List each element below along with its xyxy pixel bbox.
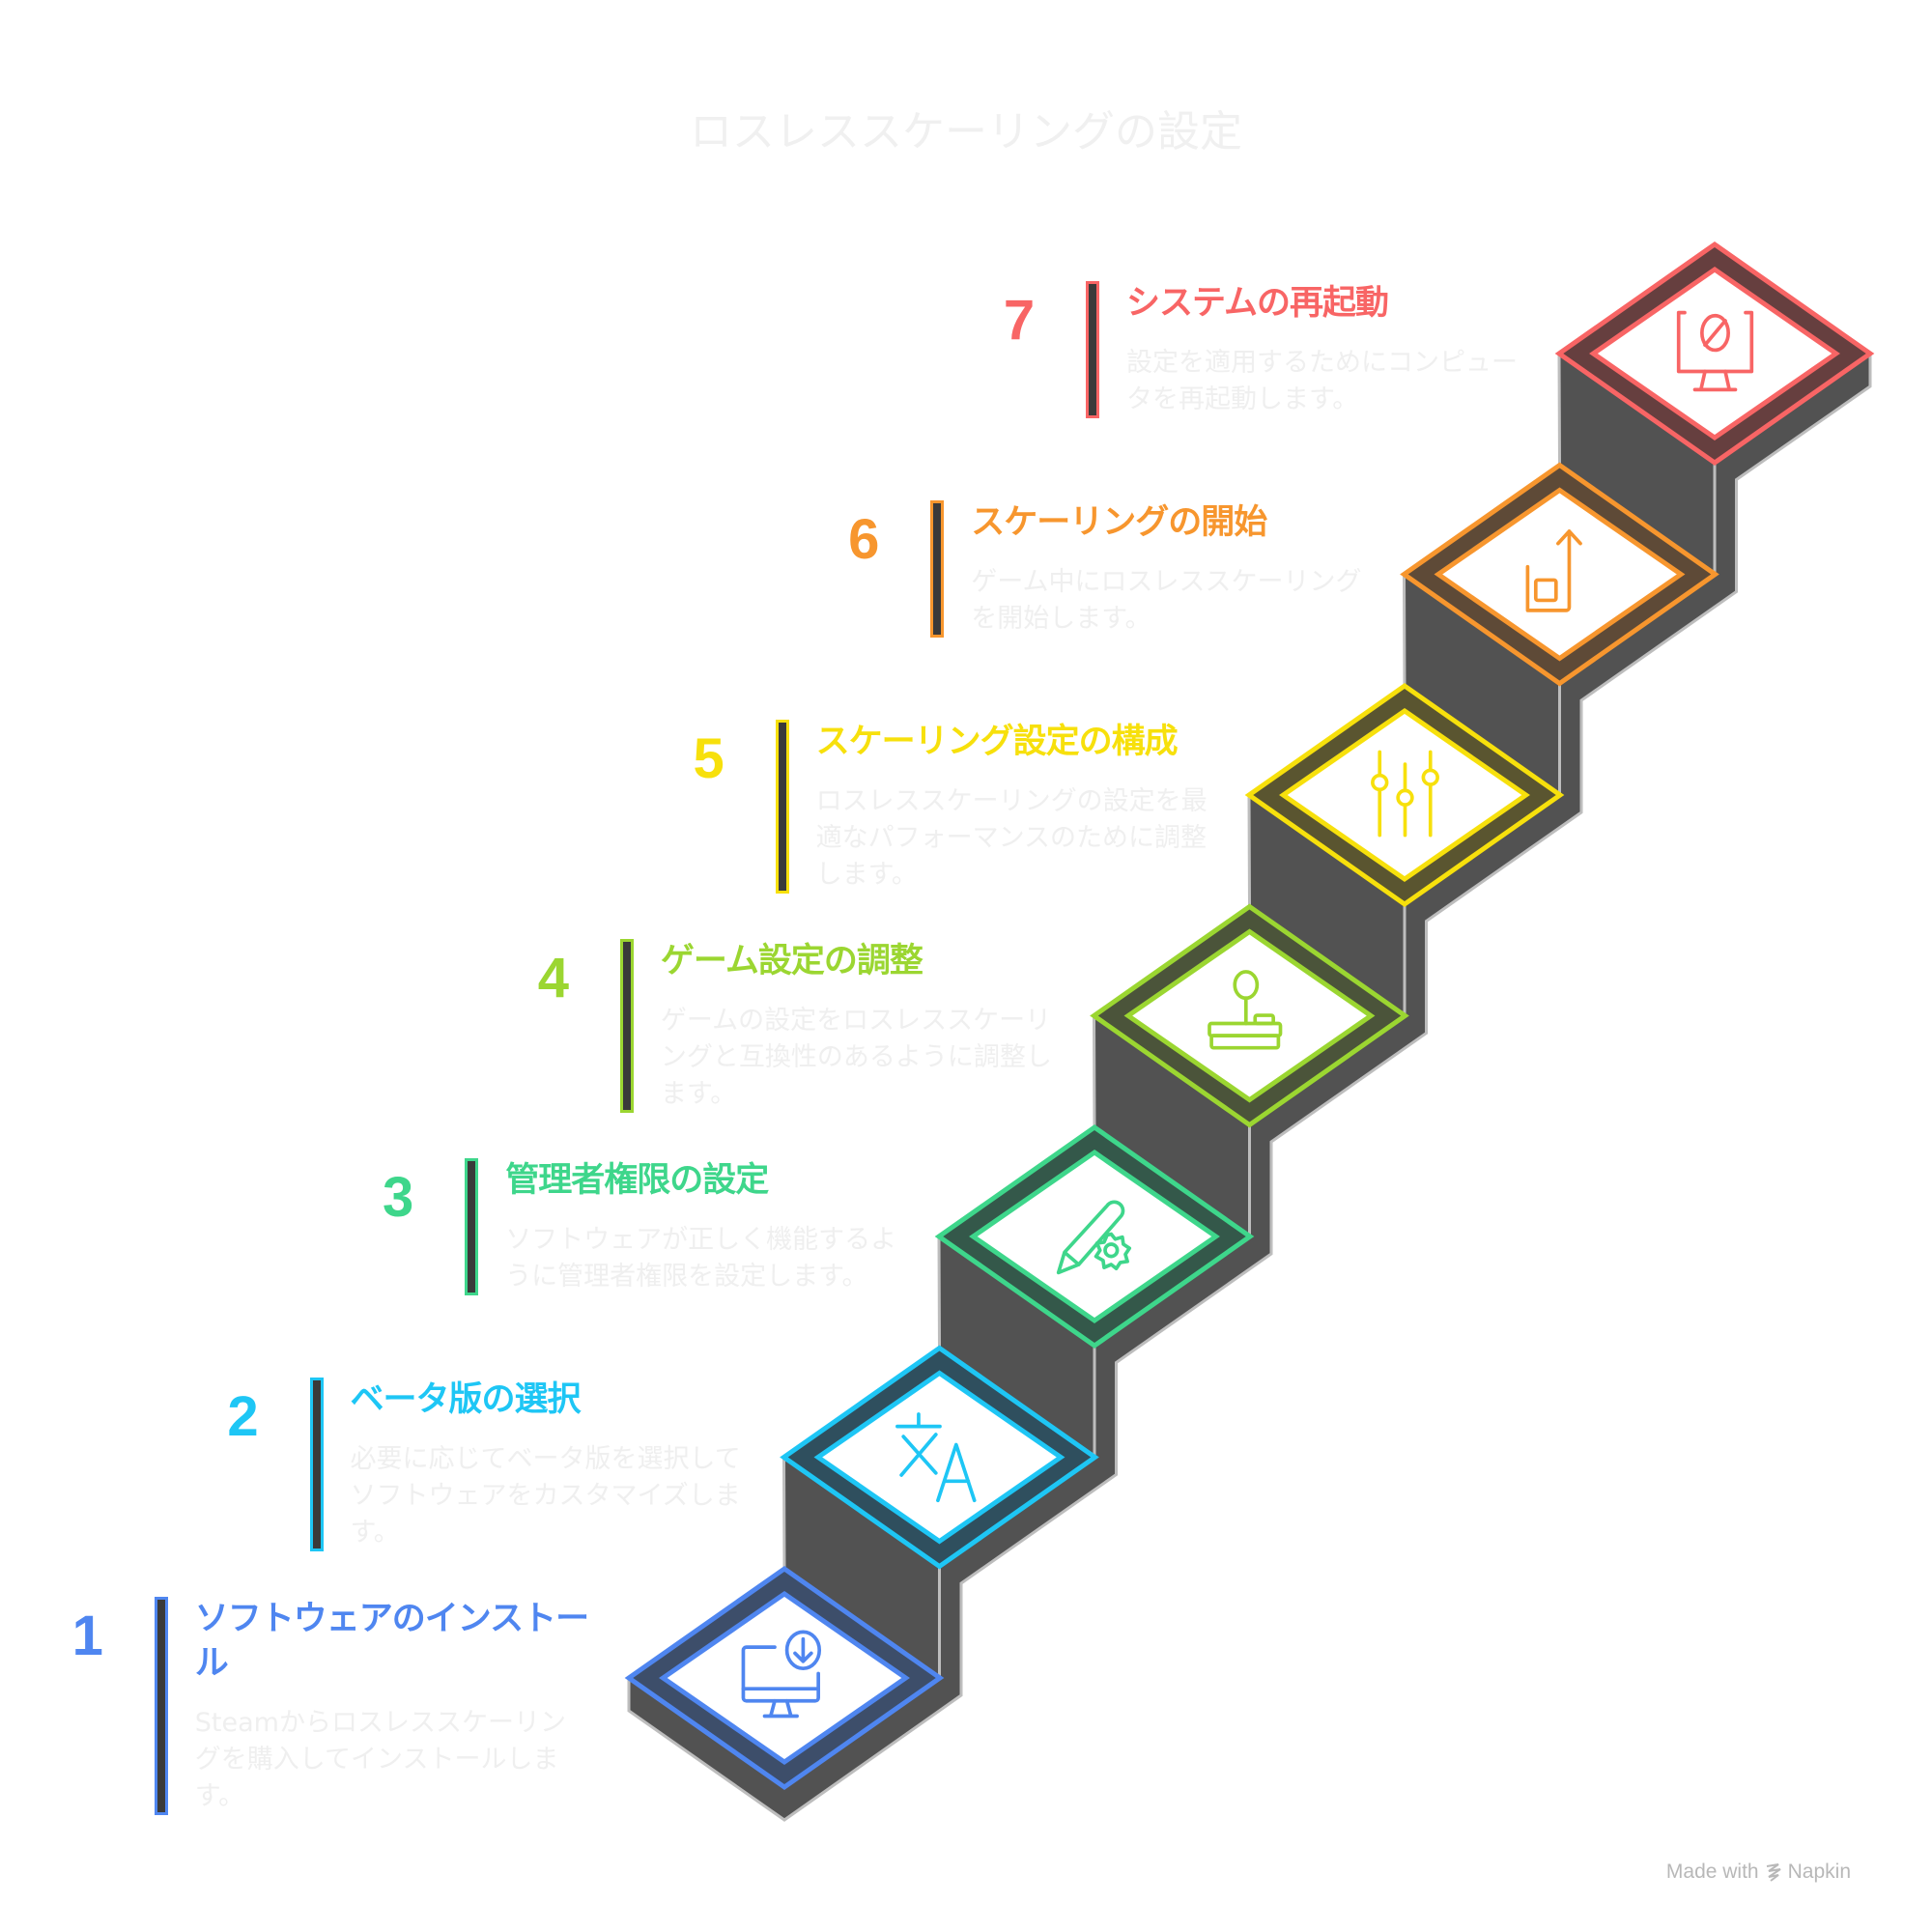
step-7-platform-top xyxy=(1589,266,1840,441)
step-description: ゲーム中にロスレススケーリングを開始します。 xyxy=(971,567,1362,634)
step-title: ソフトウェアのインストール xyxy=(194,1600,589,1683)
step-description: ソフトウェアが正しく機能するように管理者権限を設定します。 xyxy=(505,1225,897,1292)
step-3-platform-top xyxy=(969,1149,1220,1324)
step-accent-bar xyxy=(465,1158,479,1295)
step-content: スケーリングの開始ゲーム中にロスレススケーリングを開始します。 xyxy=(971,500,1367,638)
step-1-label: 1 ソフトウェアのインストール Steamからロスレススケーリングを購入してインスト… xyxy=(54,1597,591,1815)
credit: Made with Napkin xyxy=(1666,1861,1851,1884)
step-accent-bar xyxy=(154,1597,168,1815)
step-title: ベータ版の選択 xyxy=(350,1380,582,1419)
step-number: 4 xyxy=(537,947,570,1009)
step-content: ソフトウェアのインストール Steamからロスレススケーリングを購入してインストー… xyxy=(195,1597,591,1815)
scale-up-icon xyxy=(1525,529,1582,612)
step-title: 管理者権限の設定 xyxy=(505,1161,769,1200)
step-7-label: 7 システムの再起動設定を適用するためにコンピュータを再起動します。 xyxy=(985,281,1522,418)
napkin-logo-icon xyxy=(1766,1863,1781,1882)
step-description: 設定を適用するためにコンピュータを再起動します。 xyxy=(1126,348,1518,414)
sliders-icon xyxy=(1371,750,1439,838)
step-title: スケーリングの開始 xyxy=(971,503,1267,542)
step-4-platform-top xyxy=(1123,928,1376,1103)
step-number: 3 xyxy=(383,1166,414,1229)
pencil-gear-icon xyxy=(1056,1200,1132,1275)
step-content: システムの再起動設定を適用するためにコンピュータを再起動します。 xyxy=(1126,281,1522,418)
joystick-icon xyxy=(1208,970,1283,1050)
step-description: ロスレススケーリングの設定を最適なパフォーマンスのために調整します。 xyxy=(815,786,1208,890)
step-number: 5 xyxy=(693,727,724,790)
step-accent-bar xyxy=(619,939,634,1113)
step-4-label: 4 ゲーム設定の調整ゲームの設定をロスレススケーリングと互換性のあるように調整しま… xyxy=(520,939,1057,1113)
step-accent-bar xyxy=(775,720,789,894)
step-3-label: 3 管理者権限の設定ソフトウェアが正しく機能するように管理者権限を設定します。 xyxy=(364,1158,901,1295)
step-1-platform-top xyxy=(659,1590,910,1766)
step-number: 7 xyxy=(1003,289,1036,352)
step-description: 必要に応じてベータ版を選択してソフトウェアをカスタマイズします。 xyxy=(350,1444,741,1548)
monitor-download-icon xyxy=(741,1630,822,1719)
step-content: ゲーム設定の調整ゲームの設定をロスレススケーリングと互換性のあるように調整します… xyxy=(661,939,1057,1113)
step-number: 6 xyxy=(848,508,880,571)
page-title: ロスレススケーリングの設定 xyxy=(690,107,1242,156)
step-content: スケーリング設定の構成ロスレススケーリングの設定を最適なパフォーマンスのために調… xyxy=(816,720,1212,894)
monitor-restart-icon xyxy=(1676,310,1754,392)
step-content: ベータ版の選択必要に応じてベータ版を選択してソフトウェアをカスタマイズします。 xyxy=(351,1378,747,1551)
step-number: 1 xyxy=(71,1605,103,1667)
step-description: Steamからロスレススケーリングを購入してインストールします。 xyxy=(194,1708,566,1811)
credit-brand: Napkin xyxy=(1787,1861,1851,1883)
credit-label: Made with xyxy=(1665,1861,1759,1883)
step-description: ゲームの設定をロスレススケーリングと互換性のあるように調整します。 xyxy=(660,1006,1052,1109)
translate-icon xyxy=(895,1412,977,1503)
step-2-platform-top xyxy=(813,1370,1065,1545)
step-6-platform-top xyxy=(1434,487,1686,662)
step-number: 2 xyxy=(227,1385,259,1448)
step-title: スケーリング設定の構成 xyxy=(815,723,1179,761)
step-6-label: 6 スケーリングの開始ゲーム中にロスレススケーリングを開始します。 xyxy=(830,500,1367,638)
step-accent-bar xyxy=(1086,281,1099,418)
step-2-label: 2 ベータ版の選択必要に応じてベータ版を選択してソフトウェアをカスタマイズします。 xyxy=(210,1378,747,1551)
step-content: 管理者権限の設定ソフトウェアが正しく機能するように管理者権限を設定します。 xyxy=(505,1158,901,1295)
step-accent-bar xyxy=(930,500,945,638)
step-title: システムの再起動 xyxy=(1126,284,1389,323)
step-5-label: 5 スケーリング設定の構成ロスレススケーリングの設定を最適なパフォーマンスのために… xyxy=(675,720,1212,894)
step-title: ゲーム設定の調整 xyxy=(660,942,923,980)
step-accent-bar xyxy=(309,1378,324,1551)
